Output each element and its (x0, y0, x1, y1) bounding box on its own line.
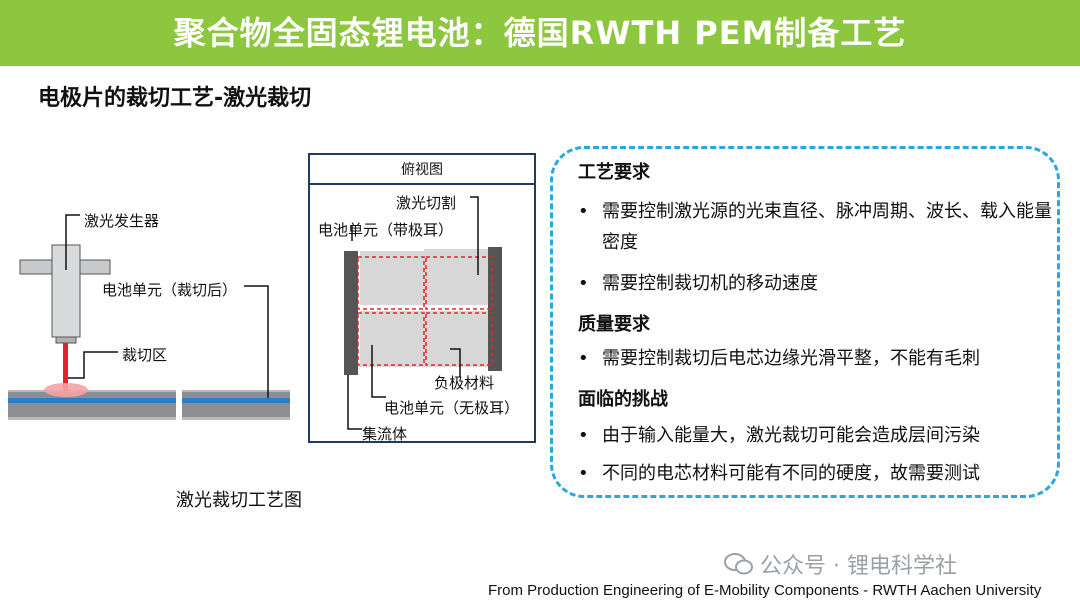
wechat-icon (724, 553, 753, 575)
label-cell-no-tab: 电池单元（无极耳） (384, 399, 520, 417)
laser-cut-lines (357, 256, 493, 366)
source-citation: From Production Engineering of E-Mobilit… (488, 582, 1042, 599)
diagram-caption: 激光裁切工艺图 (176, 490, 302, 511)
section-heading-quality: 质量要求 (578, 314, 650, 335)
cut-zone-glow (44, 383, 88, 397)
topview-diagram (344, 196, 502, 430)
label-laser-cut: 激光切割 (396, 194, 457, 212)
label-anode-material: 负极材料 (434, 374, 495, 392)
bullet-dot: • (578, 425, 589, 446)
bullet-dot: • (578, 273, 589, 294)
topview-panel: 俯视图 (308, 153, 536, 443)
bullet-dot: • (578, 201, 589, 222)
list-item: •由于输入能量大，激光裁切可能会造成层间污染 (578, 420, 1058, 451)
laser-beam (63, 343, 68, 391)
cell-top-left (360, 251, 424, 305)
topview-title: 俯视图 (310, 155, 534, 185)
section-heading-challenges: 面临的挑战 (578, 389, 668, 410)
bullet-dot: • (578, 463, 589, 484)
section-heading-process: 工艺要求 (578, 162, 650, 183)
label-cell-with-tab: 电池单元（带极耳） (318, 221, 454, 239)
label-collector: 集流体 (362, 425, 408, 443)
cell-bottom-left (360, 311, 424, 367)
page-title: 聚合物全固态锂电池：德国RWTH PEM制备工艺 (173, 14, 907, 52)
watermark: 公众号 · 锂电科学社 (724, 548, 957, 580)
requirements-callout (550, 146, 1060, 498)
list-item: •不同的电芯材料可能有不同的硬度，故需要测试 (578, 458, 1058, 489)
label-cell-unit-after: 电池单元（裁切后） (102, 281, 238, 299)
cell-bottom-right (424, 311, 488, 367)
list-item: •需要控制裁切机的移动速度 (578, 268, 1058, 299)
label-cut-zone: 裁切区 (122, 346, 168, 364)
bullet-dot: • (578, 348, 589, 369)
list-item: •需要控制裁切后电芯边缘光滑平整，不能有毛刺 (578, 343, 1058, 374)
label-laser-generator: 激光发生器 (84, 212, 160, 230)
laser-cutting-diagram (8, 214, 290, 420)
list-item: •需要控制激光源的光束直径、脉冲周期、波长、载入能量密度 (578, 196, 1058, 258)
watermark-text: 公众号 · 锂电科学社 (760, 554, 957, 579)
collector-left (344, 251, 358, 375)
title-banner: 聚合物全固态锂电池：德国RWTH PEM制备工艺 (0, 0, 1080, 66)
slide-subtitle: 电极片的裁切工艺-激光裁切 (38, 86, 312, 111)
